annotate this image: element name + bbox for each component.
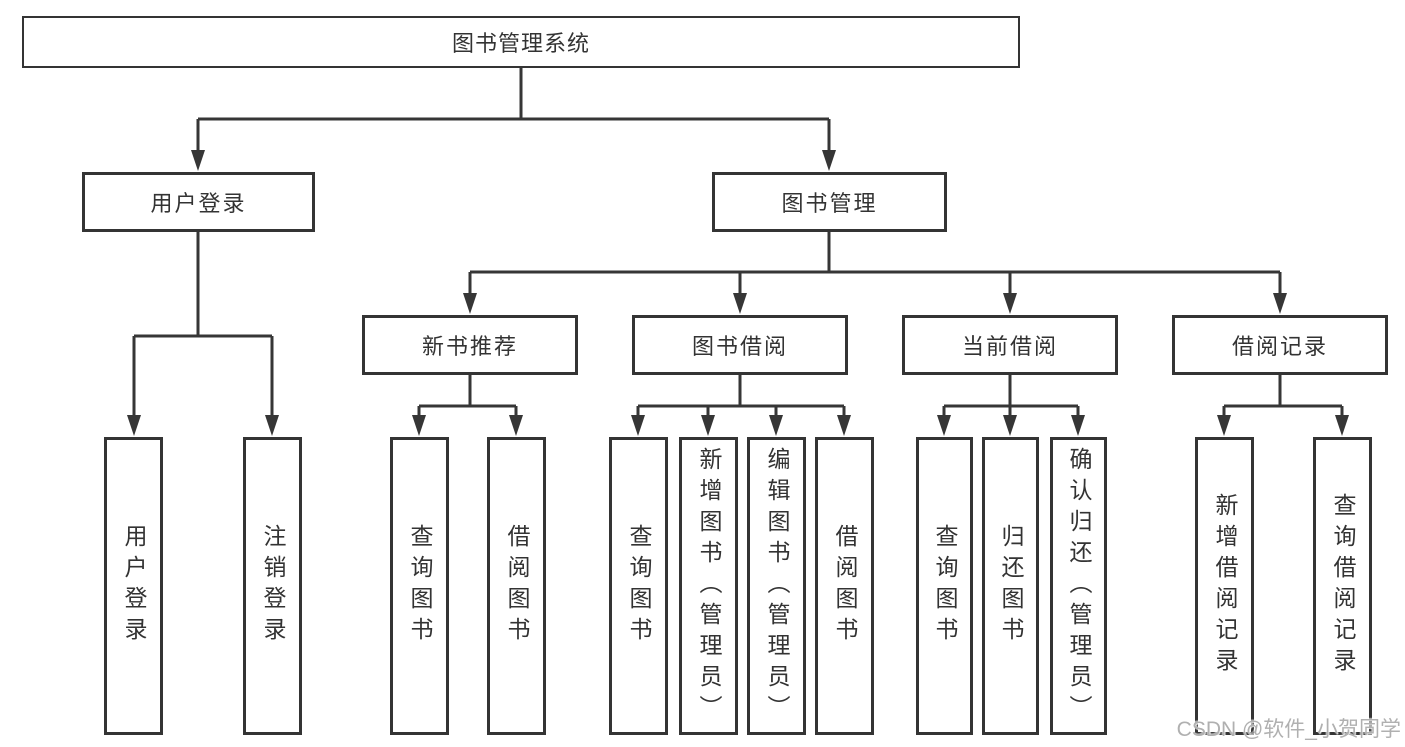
node-user-login: 用户登录	[82, 172, 315, 232]
node-label: 借阅图书	[504, 524, 530, 648]
node-book-management: 图书管理	[712, 172, 947, 232]
leaf-query-books-borrow: 查询图书	[609, 437, 668, 735]
node-library-management-system: 图书管理系统	[22, 16, 1020, 68]
leaf-query-books-current: 查询图书	[916, 437, 973, 735]
leaf-borrow-books: 借阅图书	[815, 437, 874, 735]
node-label: 确认归还（管理员）	[1066, 446, 1092, 726]
leaf-confirm-return-admin: 确认归还（管理员）	[1050, 437, 1107, 735]
leaf-add-borrow-record: 新增借阅记录	[1195, 437, 1254, 735]
node-label: 归还图书	[998, 524, 1024, 648]
node-label: 图书管理系统	[451, 31, 590, 56]
node-current-borrowing: 当前借阅	[902, 315, 1118, 375]
node-label: 新书推荐	[421, 334, 518, 359]
node-label: 新增图书（管理员）	[696, 446, 722, 726]
node-label: 查询借阅记录	[1330, 493, 1356, 679]
node-new-book-recommendation: 新书推荐	[362, 315, 578, 375]
node-label: 编辑图书（管理员）	[764, 446, 790, 726]
node-label: 借阅记录	[1231, 334, 1328, 359]
node-label: 用户登录	[150, 191, 247, 216]
node-borrowing-records: 借阅记录	[1172, 315, 1388, 375]
node-label: 新增借阅记录	[1212, 493, 1238, 679]
leaf-logout: 注销登录	[243, 437, 302, 735]
node-label: 用户登录	[121, 524, 147, 648]
node-label: 查询图书	[932, 524, 958, 648]
node-label: 注销登录	[260, 524, 286, 648]
leaf-edit-book-admin: 编辑图书（管理员）	[747, 437, 806, 735]
node-label: 图书借阅	[691, 334, 788, 359]
arrowheads	[127, 150, 1349, 436]
leaf-borrow-books-recommend: 借阅图书	[487, 437, 546, 735]
node-label: 查询图书	[407, 524, 433, 648]
leaf-add-book-admin: 新增图书（管理员）	[679, 437, 738, 735]
node-label: 当前借阅	[961, 334, 1058, 359]
leaf-query-books-recommend: 查询图书	[390, 437, 449, 735]
leaf-user-login: 用户登录	[104, 437, 163, 735]
node-book-borrowing: 图书借阅	[632, 315, 848, 375]
leaf-return-book: 归还图书	[982, 437, 1039, 735]
csdn-watermark: CSDN @软件_小贺同学	[1176, 718, 1401, 741]
node-label: 图书管理	[781, 191, 878, 216]
leaf-query-borrow-record: 查询借阅记录	[1313, 437, 1372, 735]
node-label: 查询图书	[626, 524, 652, 648]
node-label: 借阅图书	[832, 524, 858, 648]
